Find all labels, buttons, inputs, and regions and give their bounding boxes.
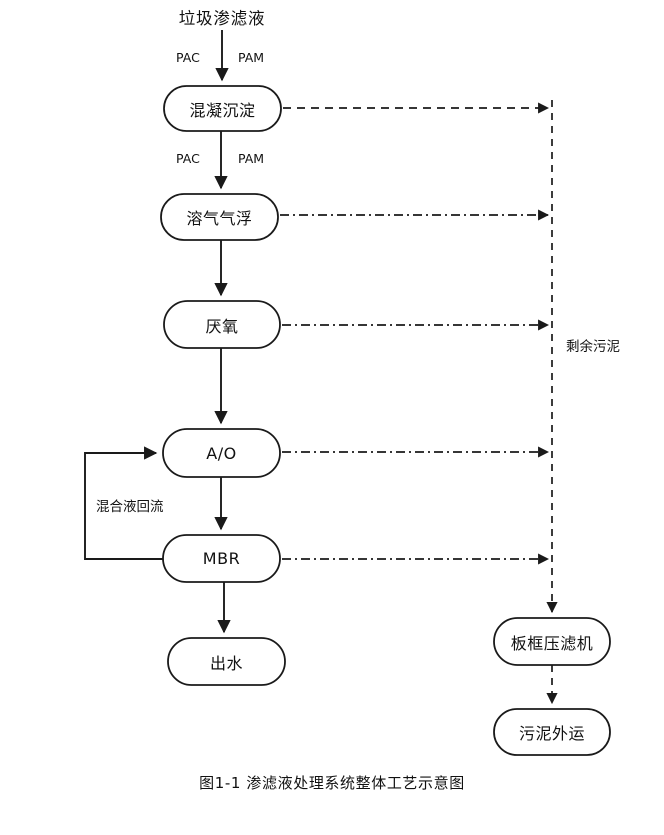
edge-label-pac-2: PAC (176, 151, 200, 166)
edge-recirculation (84, 446, 163, 560)
inlet-label: 垃圾渗滤液 (178, 9, 266, 28)
edge-label-pac-1: PAC (176, 50, 200, 65)
edge-label-recirculation: 混合液回流 (96, 499, 164, 515)
node-shape-anaerobic[interactable] (163, 300, 281, 349)
node-shape-effluent[interactable] (167, 637, 286, 686)
edge-label-excess-sludge: 剩余污泥 (566, 339, 620, 355)
node-shape-daf[interactable] (160, 193, 279, 241)
node-shape-coagulation[interactable] (163, 85, 282, 132)
node-shape-ao[interactable] (162, 428, 281, 478)
node-shape-mbr[interactable] (162, 534, 281, 583)
edge-label-pam-1: PAM (238, 50, 265, 65)
node-shape-sludge-transport[interactable] (493, 708, 611, 756)
node-shape-filter-press[interactable] (493, 617, 611, 666)
edge-label-pam-2: PAM (238, 151, 265, 166)
figure-caption: 图1-1 渗滤液处理系统整体工艺示意图 (199, 774, 465, 792)
